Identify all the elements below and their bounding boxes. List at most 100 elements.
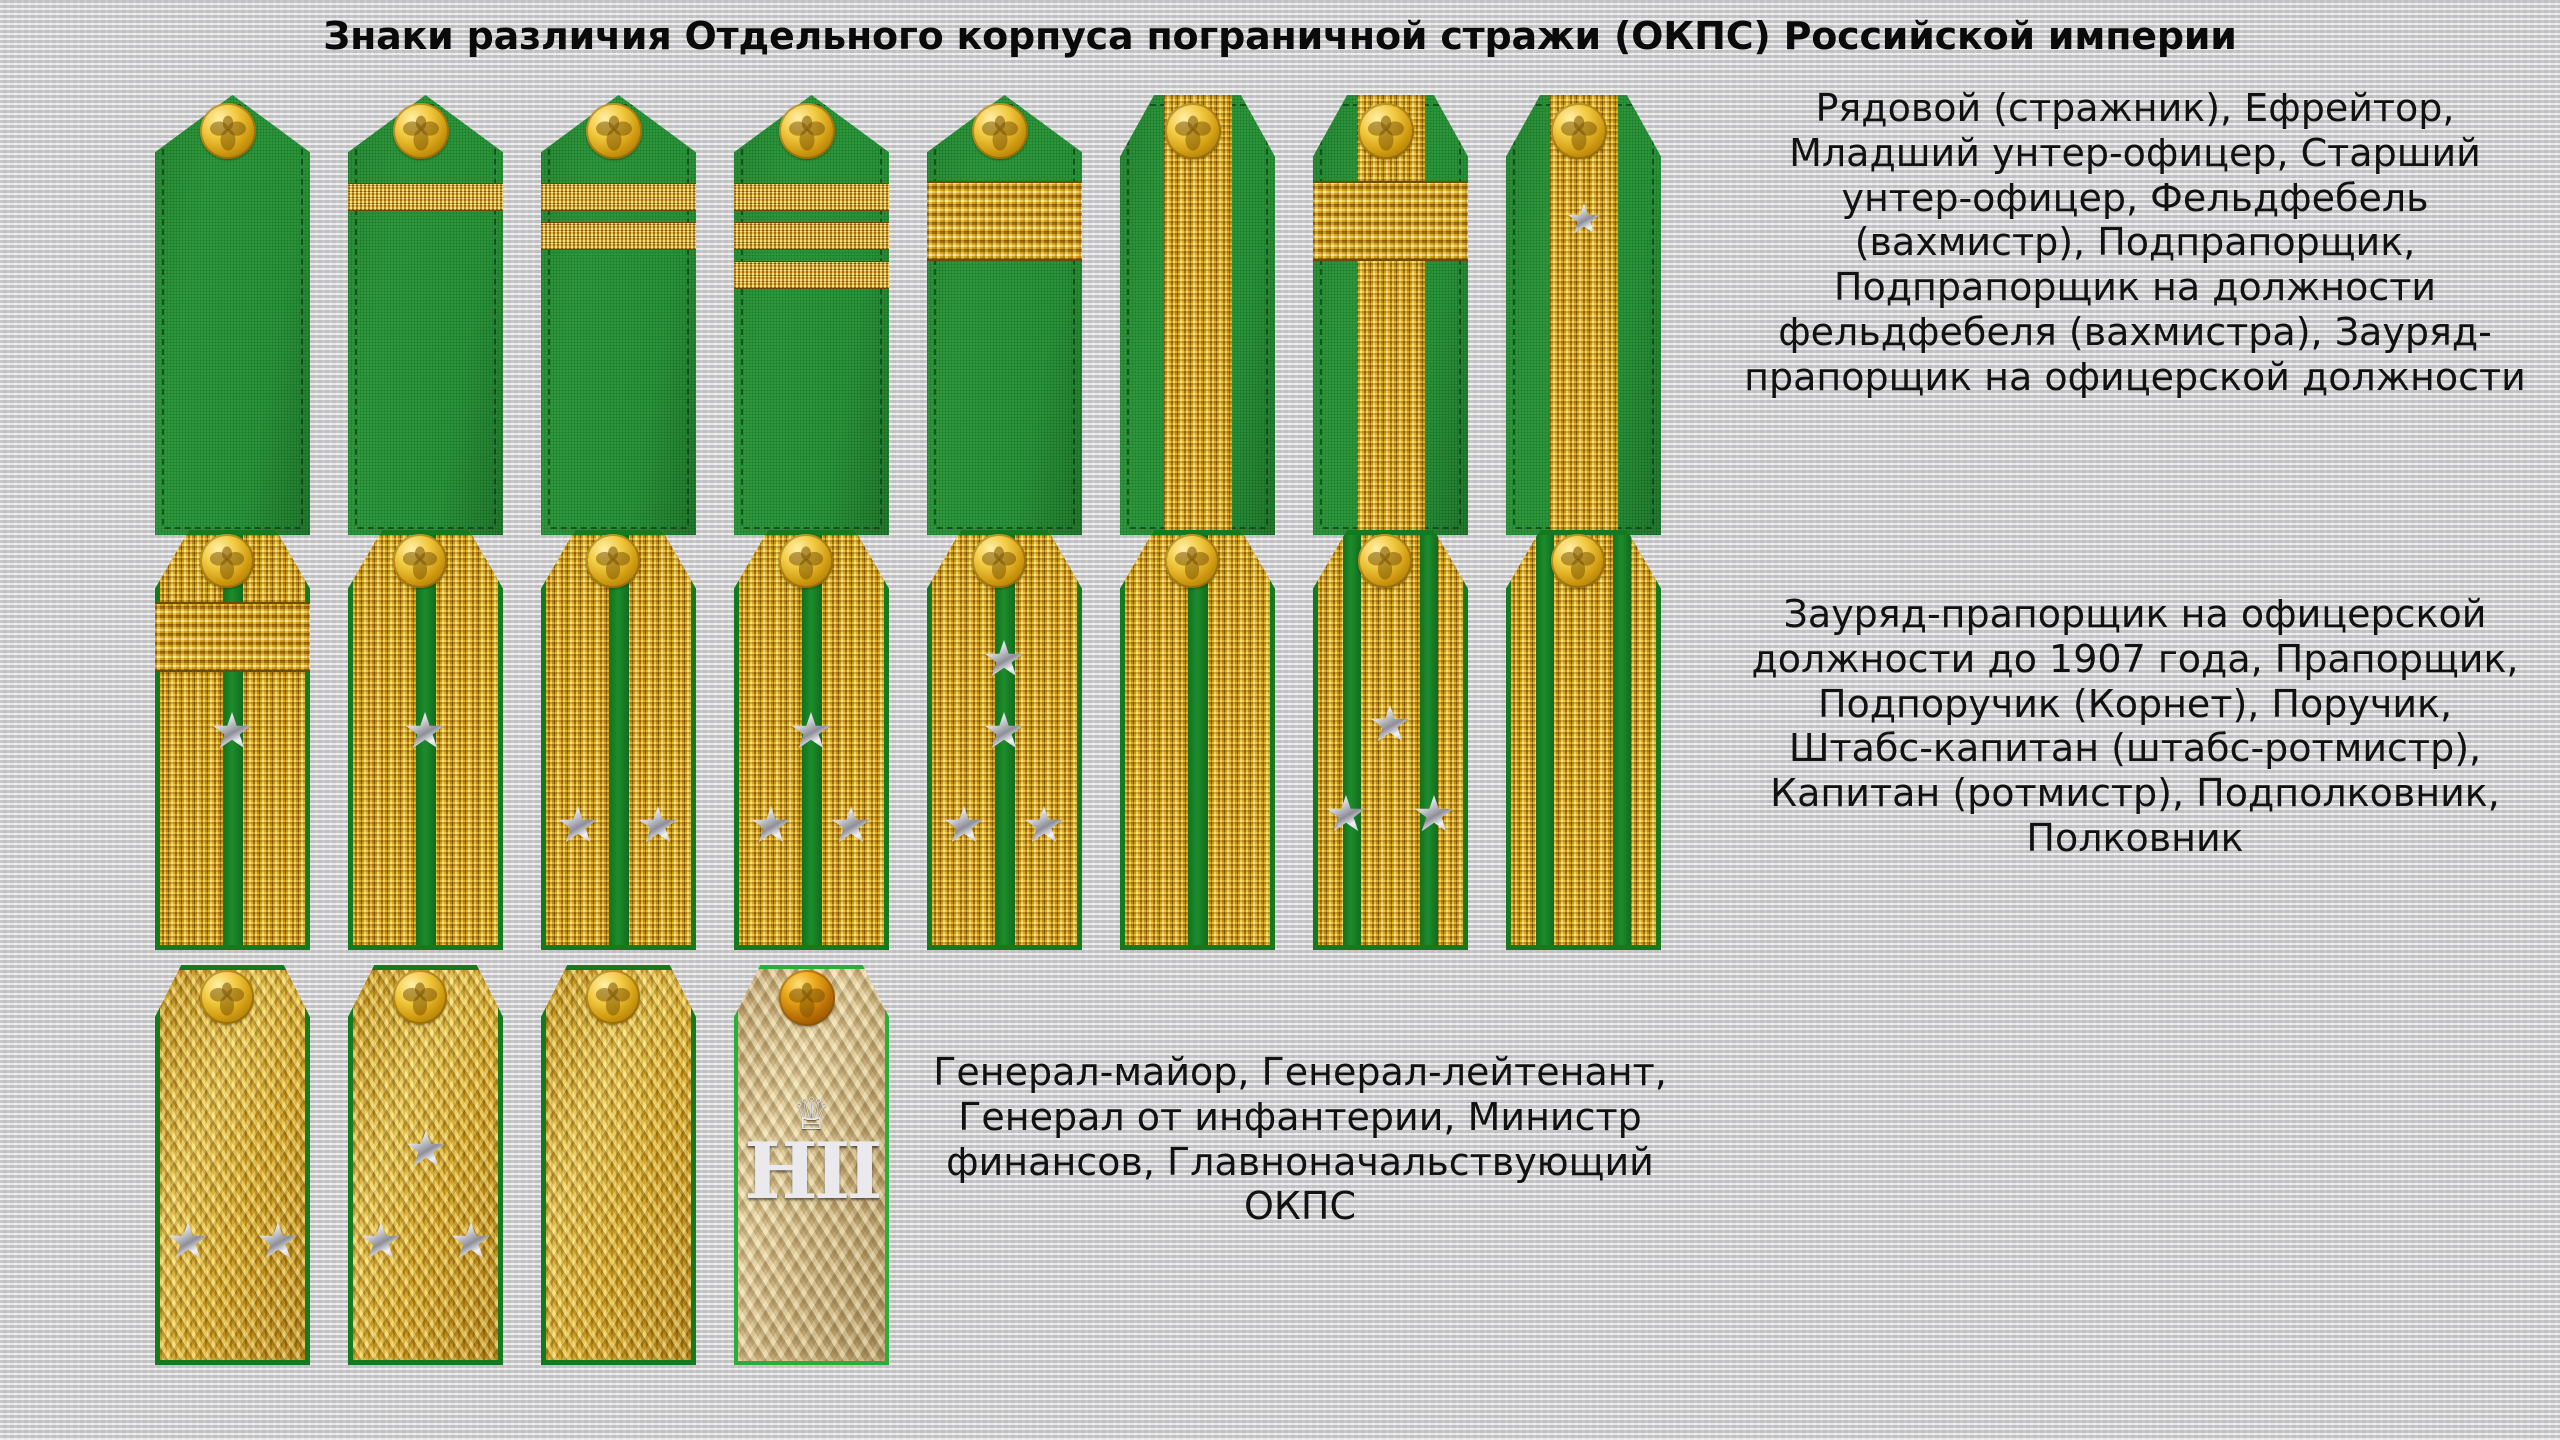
green-gap-stripe [1420,530,1438,950]
green-cloth-field [927,95,1082,535]
green-cloth-field [155,95,310,535]
shoulder-board-ministr-finansov: ♕ НII [734,965,889,1365]
green-piping-edge [734,965,889,1365]
green-gap-stripe [609,530,629,950]
shoulder-board-podpraporshchik [1120,95,1275,535]
double-eagle-icon [400,977,440,1017]
uniform-button-icon [200,103,256,159]
green-piping-edge [1506,530,1661,950]
shoulder-board-podpolkovnik [1313,530,1468,950]
stitch-border [741,104,882,529]
uniform-button-icon [1165,103,1221,159]
gold-galloon-field [1506,530,1661,950]
double-eagle-icon [593,541,633,581]
uniform-button-icon [586,103,642,159]
double-eagle-icon [207,977,247,1017]
double-eagle-icon [1365,110,1407,152]
caption-lower-ranks: Рядовой (стражник), Ефрейтор, Младший ун… [1744,86,2526,399]
uniform-button-icon [1165,534,1219,588]
double-eagle-icon [979,541,1019,581]
shoulder-board-feldfebel [927,95,1082,535]
uniform-button-icon [393,970,447,1024]
gold-zigzag-field [348,965,503,1365]
double-eagle-icon [786,541,826,581]
wide-galloon-band [927,181,1082,261]
double-eagle-icon [1172,541,1212,581]
uniform-button-icon [1358,534,1412,588]
double-eagle-icon [1558,541,1598,581]
uniform-button-icon [200,534,254,588]
gold-galloon-field [1313,530,1468,950]
shoulder-board-efreytor [348,95,503,535]
stitch-border [934,104,1075,529]
double-eagle-icon [207,110,249,152]
green-piping-edge [541,965,696,1365]
double-eagle-icon [786,110,828,152]
green-cloth-field [541,95,696,535]
double-eagle-icon [1558,110,1600,152]
shoulder-board-ryadovoy [155,95,310,535]
green-piping-edge [1313,530,1468,950]
vertical-galloon-stripe [1550,95,1618,535]
wide-galloon-band [155,602,310,672]
pale-gold-zigzag-field [734,965,889,1365]
uniform-button-icon [586,970,640,1024]
green-cloth-field [348,95,503,535]
uniform-button-icon [1358,103,1414,159]
green-piping-edge [1120,530,1275,950]
shoulder-board-general-ot-infanterii [541,965,696,1365]
green-piping-edge [734,530,889,950]
uniform-button-icon [200,970,254,1024]
uniform-button-icon [1551,534,1605,588]
green-piping-edge [155,530,310,950]
green-gap-stripe [1613,530,1631,950]
double-eagle-icon [207,541,247,581]
shoulder-board-podpraporshchik-feldfebel [1313,95,1468,535]
caption-officers: Зауряд-прапорщик на офицерской должности… [1751,592,2519,861]
nco-lace-stripe [541,183,696,211]
uniform-button-icon [393,103,449,159]
nco-lace-stripe [348,183,503,211]
imperial-cypher: ♕ НII [734,1089,889,1217]
green-piping-edge [348,530,503,950]
double-eagle-icon [400,541,440,581]
shoulder-board-general-leytenant [348,965,503,1365]
green-piping-edge [155,965,310,1365]
shoulder-board-polkovnik [1506,530,1661,950]
uniform-button-icon [779,103,835,159]
page-title: Знаки различия Отдельного корпуса погран… [323,14,2237,58]
green-gap-stripe [1188,530,1208,950]
caption-generals: Генерал-майор, Генерал-лейтенант, Генера… [933,1050,1667,1229]
double-eagle-icon [1365,541,1405,581]
uniform-button-icon [972,534,1026,588]
stitch-border [548,104,689,529]
green-gap-stripe [1536,530,1554,950]
nco-lace-stripe [734,183,889,211]
shoulder-board-zauryad-praporshchik [1506,95,1661,535]
uniform-button-icon [393,534,447,588]
shoulder-board-general-mayor [155,965,310,1365]
double-eagle-icon [979,110,1021,152]
uniform-button-icon [1551,103,1607,159]
monogram-letters: НII [744,1125,883,1217]
gold-zigzag-field [155,965,310,1365]
wide-galloon-band [1313,181,1468,261]
uniform-button-icon [972,103,1028,159]
imperial-crown-icon: ♕ [791,1089,832,1140]
vertical-galloon-stripe [1357,95,1425,535]
double-eagle-icon [593,110,635,152]
nco-lace-stripe [734,222,889,250]
vertical-galloon-stripe [1164,95,1232,535]
shoulder-board-mladshiy-unter-ofitser [541,95,696,535]
uniform-button-icon [779,534,833,588]
shoulder-board-starshiy-unter-ofitser [734,95,889,535]
nco-lace-stripe [734,261,889,289]
green-piping-edge [927,530,1082,950]
green-gap-stripe [1343,530,1361,950]
uniform-button-icon [586,534,640,588]
shoulder-board-kapitan [1120,530,1275,950]
green-piping-edge [348,965,503,1365]
double-eagle-icon [593,977,633,1017]
gold-zigzag-field [541,965,696,1365]
double-eagle-icon [1172,110,1214,152]
